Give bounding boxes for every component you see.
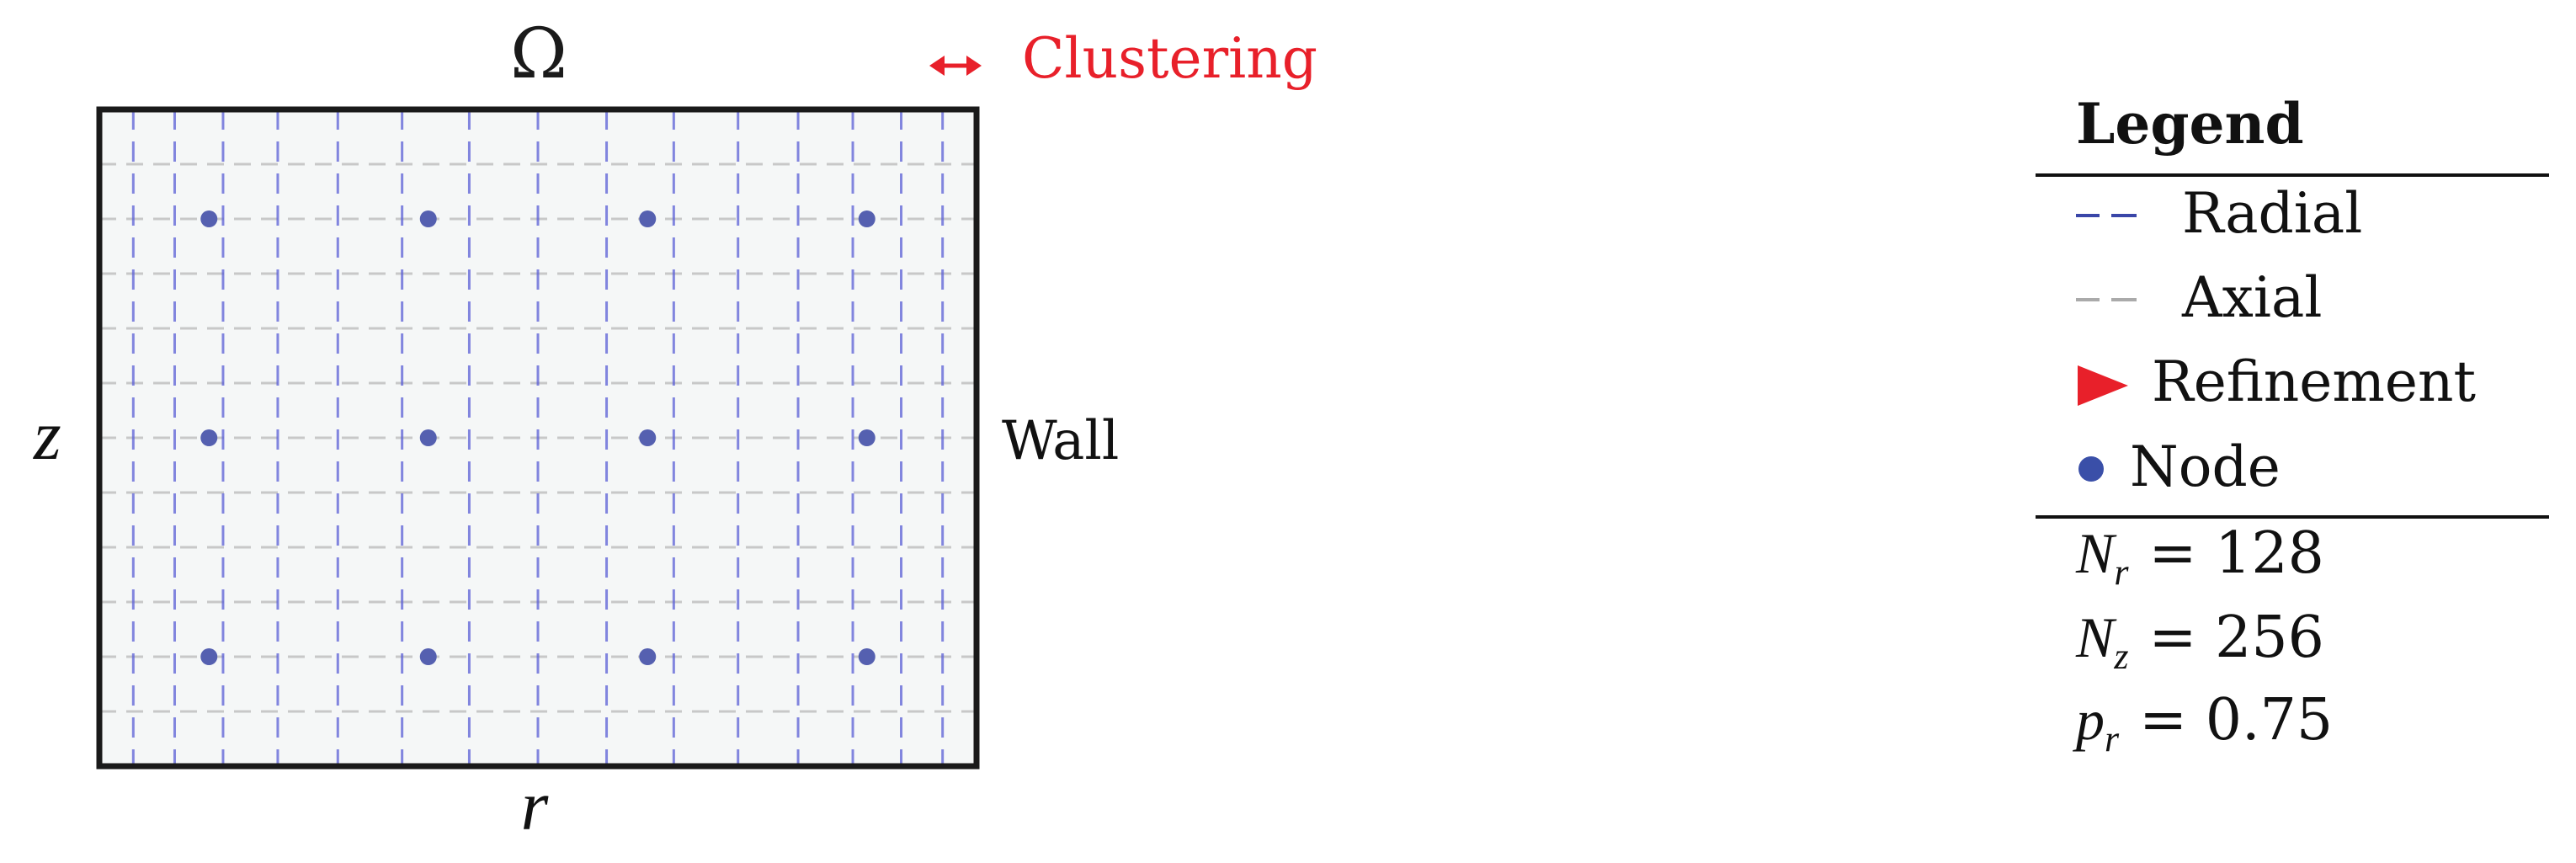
node-dot bbox=[639, 210, 657, 227]
node-dot bbox=[200, 648, 218, 665]
dot-icon bbox=[2078, 456, 2104, 482]
svg-text:Nz= 256: Nz = 256 bbox=[2075, 605, 2324, 677]
param-nz-symbol: N bbox=[2075, 605, 2117, 669]
double-arrow-icon bbox=[929, 56, 982, 76]
svg-text:Nr= 128: Nr = 128 bbox=[2075, 520, 2324, 593]
legend-item-node: Node bbox=[2078, 434, 2281, 499]
z-axis-label: z bbox=[33, 397, 61, 475]
legend-title: Legend bbox=[2076, 91, 2304, 157]
node-dot bbox=[419, 429, 437, 446]
param-nr-value: = 128 bbox=[2148, 520, 2323, 587]
legend-item-axial: Axial bbox=[2076, 265, 2322, 330]
param-pr-value: = 0.75 bbox=[2139, 687, 2333, 754]
legend-item-refinement: Refinement bbox=[2078, 349, 2476, 414]
node-dot bbox=[639, 429, 657, 446]
node-dot bbox=[858, 210, 876, 227]
node-grid bbox=[200, 210, 876, 665]
param-nz-subscript: z bbox=[2113, 636, 2128, 677]
legend-label-radial: Radial bbox=[2182, 181, 2362, 246]
domain-border bbox=[96, 106, 980, 770]
clustering-label: Clustering bbox=[1022, 26, 1317, 91]
legend-label-node: Node bbox=[2130, 434, 2281, 499]
param-nr-subscript: r bbox=[2114, 551, 2129, 593]
param-pr-symbol: p bbox=[2073, 688, 2105, 752]
param-pr: pr = 0.75 bbox=[2073, 687, 2333, 759]
legend-label-refinement: Refinement bbox=[2152, 349, 2476, 414]
domain-label: Ω bbox=[510, 14, 567, 94]
node-dot bbox=[639, 648, 657, 665]
triangle-right-icon bbox=[2078, 365, 2128, 406]
wall-label: Wall bbox=[1002, 410, 1119, 472]
legend-label-axial: Axial bbox=[2181, 265, 2322, 330]
svg-text:pr= 0.75: pr = 0.75 bbox=[2073, 687, 2333, 759]
radial-grid-lines bbox=[131, 109, 945, 766]
legend-item-radial: Radial bbox=[2076, 181, 2362, 246]
node-dot bbox=[419, 648, 437, 665]
node-dot bbox=[200, 210, 218, 227]
r-axis-label: r bbox=[521, 767, 549, 845]
node-dot bbox=[200, 429, 218, 446]
param-nz-value: = 256 bbox=[2148, 605, 2323, 671]
param-nz: Nz = 256 bbox=[2075, 605, 2324, 677]
node-dot bbox=[858, 648, 876, 665]
node-dot bbox=[419, 210, 437, 227]
param-nr: Nr = 128 bbox=[2075, 520, 2324, 593]
param-nr-symbol: N bbox=[2075, 521, 2117, 585]
node-dot bbox=[858, 429, 876, 446]
param-pr-subscript: r bbox=[2105, 718, 2120, 759]
